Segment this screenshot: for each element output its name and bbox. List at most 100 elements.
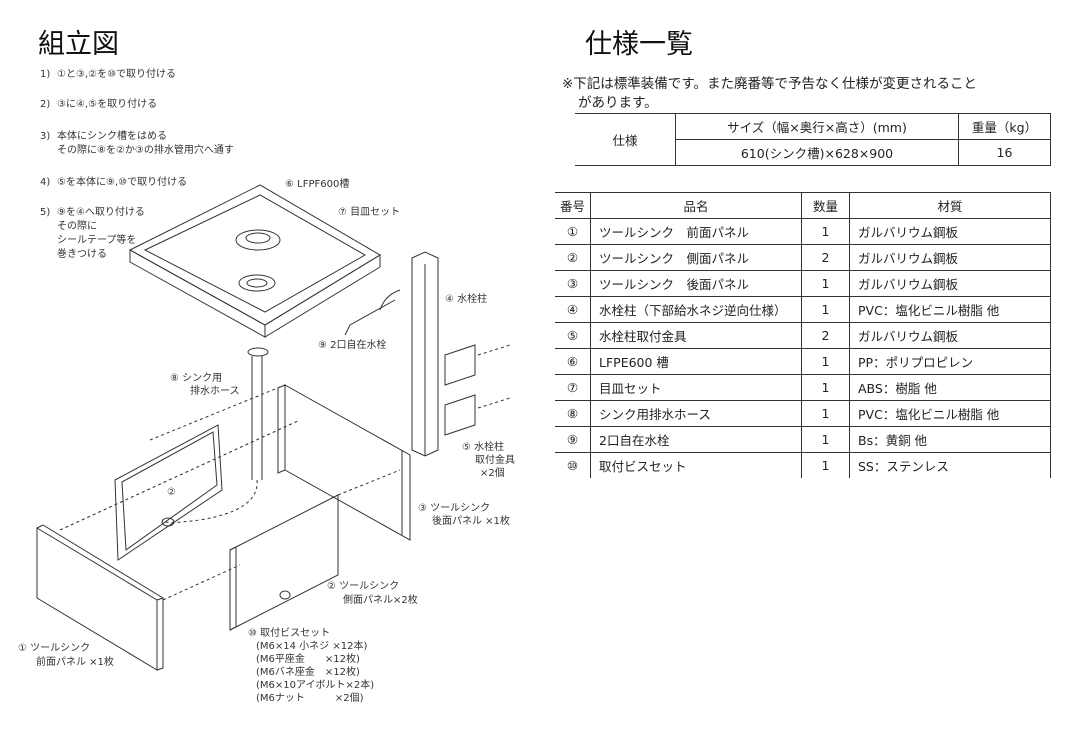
column-header: 数量 [801,192,850,219]
material: PVC：塩化ビニル樹脂 他 [849,400,1051,427]
material: PP：ポリプロピレン [849,348,1051,375]
material: ガルバリウム鋼板 [849,244,1051,271]
spec-label: 仕様 [575,113,676,166]
part-name: 取付ビスセット [590,452,802,478]
part-name: ツールシンク 前面パネル [590,218,802,245]
part-name: ツールシンク 後面パネル [590,270,802,297]
step-text: 本体にシンク槽をはめる [57,131,167,142]
assembly-step: 1) ①と③,②を⑩で取り付ける [40,68,176,82]
step-text: シールテープ等を [57,235,137,246]
screw-set-line: (M6ナット ×2個) [256,693,364,704]
column-header: 品名 [590,192,802,219]
label-faucet: ⑨ 2口自在水栓 [318,340,387,351]
assembly-step: 4)⑤を本体に⑨,⑩で取り付ける [40,176,187,190]
label-front-1: ① ツールシンク [18,643,91,654]
screw-set-line: (M6平座金 ×12枚) [256,654,360,665]
step-number: 4) [40,177,51,188]
label-hose-2: 排水ホース [190,386,240,397]
part-number: ⑩ [555,452,591,478]
label-rear-2: 後面パネル ×1枚 [432,516,510,527]
material: ガルバリウム鋼板 [849,322,1051,349]
label-bracket-2: 取付金具 [475,455,515,466]
quantity: 1 [801,374,850,401]
spec-title: 仕様一覧 [585,29,693,60]
quantity: 1 [801,348,850,375]
assembly-step: 2)③に④,⑤を取り付ける [40,98,157,112]
part-name: ツールシンク 側面パネル [590,244,802,271]
weight-header: 重量（kg） [958,113,1051,140]
step-number: 3) [40,131,51,142]
step-text: その際に⑧を②か③の排水管用穴へ通す [57,145,234,156]
rear-panel-drawing [149,384,411,541]
spec-note-line-1: ※下記は標準装備です。また廃番等で予告なく仕様が変更されること [562,76,977,92]
spec-table: 仕様 サイズ（幅×奥行×高さ）(mm) 重量（kg） 610(シンク槽)×628… [575,113,1051,166]
screw-set-line: (M6×10アイボルト×2本) [256,680,375,691]
label-bracket-3: ×2個 [480,468,505,479]
part-number: ⑦ [555,374,591,401]
quantity: 2 [801,244,850,271]
quantity: 1 [801,400,850,427]
quantity: 2 [801,322,850,349]
part-name: 2口自在水栓 [590,426,802,453]
label-bracket-1: ⑤ 水栓柱 [462,442,505,453]
part-name: シンク用排水ホース [590,400,802,427]
screw-set-line: (M6バネ座金 ×12枚) [256,667,360,678]
size-header: サイズ（幅×奥行×高さ）(mm) [675,113,959,140]
material: PVC：塩化ビニル樹脂 他 [849,296,1051,323]
step-number: 5) [40,207,51,218]
quantity: 1 [801,270,850,297]
assembly-step: 3) 本体にシンク槽をはめるその際に⑧を②か③の排水管用穴へ通す [40,130,234,158]
label-side-1: ② ツールシンク [327,581,400,592]
quantity: 1 [801,452,850,478]
part-number: ② [555,244,591,271]
step-text: ⑨を④へ取り付ける [57,207,145,218]
step-text: ③に④,⑤を取り付ける [57,99,158,110]
part-number: ⑨ [555,426,591,453]
part-name: 目皿セット [590,374,802,401]
quantity: 1 [801,426,850,453]
label-side-2: 側面パネル×2枚 [343,595,418,606]
front-panel-drawing [36,419,301,671]
material: SS：ステンレス [849,452,1051,478]
step-text: ①と③,②を⑩で取り付ける [57,69,177,80]
part-number: ⑤ [555,322,591,349]
assembly-step: 5)⑨を④へ取り付けるその際にシールテープ等を巻きつける [40,206,145,262]
drain-hose-drawing [163,347,269,523]
step-number: 1) [40,69,51,80]
label-drain-set: ⑦ 目皿セット [338,207,401,218]
material: ガルバリウム鋼板 [849,270,1051,297]
column-header: 材質 [849,192,1051,219]
label-side-mark: ② [167,487,176,498]
label-rear-1: ③ ツールシンク [418,503,491,514]
label-screw-set: ⑩ 取付ビスセット(M6×14 小ネジ ×12本)(M6平座金 ×12枚)(M6… [248,627,374,705]
weight-value: 16 [958,139,1051,166]
screw-set-line: (M6×14 小ネジ ×12本) [256,641,368,652]
part-number: ⑧ [555,400,591,427]
column-header: 番号 [555,192,591,219]
material: ガルバリウム鋼板 [849,218,1051,245]
assembly-title: 組立図 [38,29,119,60]
step-text: 巻きつける [57,249,107,260]
side-panel-left-drawing [114,424,223,561]
part-name: 水栓柱（下部給水ネジ逆向仕様） [590,296,802,323]
quantity: 1 [801,218,850,245]
label-post: ④ 水栓柱 [445,294,488,305]
spec-note-line-2: があります。 [578,95,658,111]
label-front-2: 前面パネル ×1枚 [36,657,114,668]
label-hose-1: ⑧ シンク用 [170,373,223,384]
material: ABS：樹脂 他 [849,374,1051,401]
part-number: ④ [555,296,591,323]
side-panel-right-drawing [229,469,401,631]
sink-tank-drawing [128,184,381,338]
part-name: 水栓柱取付金具 [590,322,802,349]
